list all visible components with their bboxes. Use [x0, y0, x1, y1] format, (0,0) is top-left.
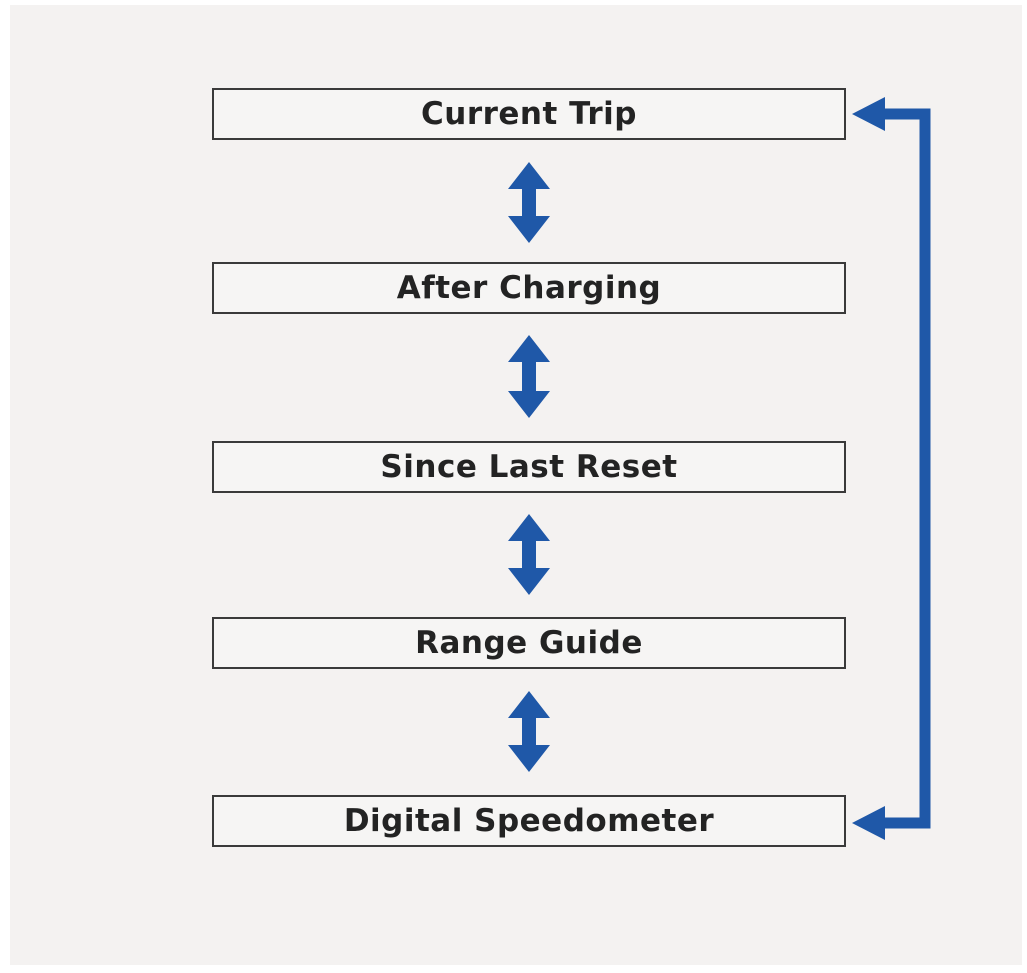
step-range-guide: Range Guide: [212, 617, 846, 669]
step-digital-speedometer: Digital Speedometer: [212, 795, 846, 847]
step-label: After Charging: [396, 270, 662, 306]
step-after-charging: After Charging: [212, 262, 846, 314]
step-label: Digital Speedometer: [343, 803, 715, 839]
step-current-trip: Current Trip: [212, 88, 846, 140]
step-label: Range Guide: [415, 625, 643, 661]
step-label: Since Last Reset: [380, 449, 678, 485]
step-label: Current Trip: [421, 96, 637, 132]
step-since-last-reset: Since Last Reset: [212, 441, 846, 493]
